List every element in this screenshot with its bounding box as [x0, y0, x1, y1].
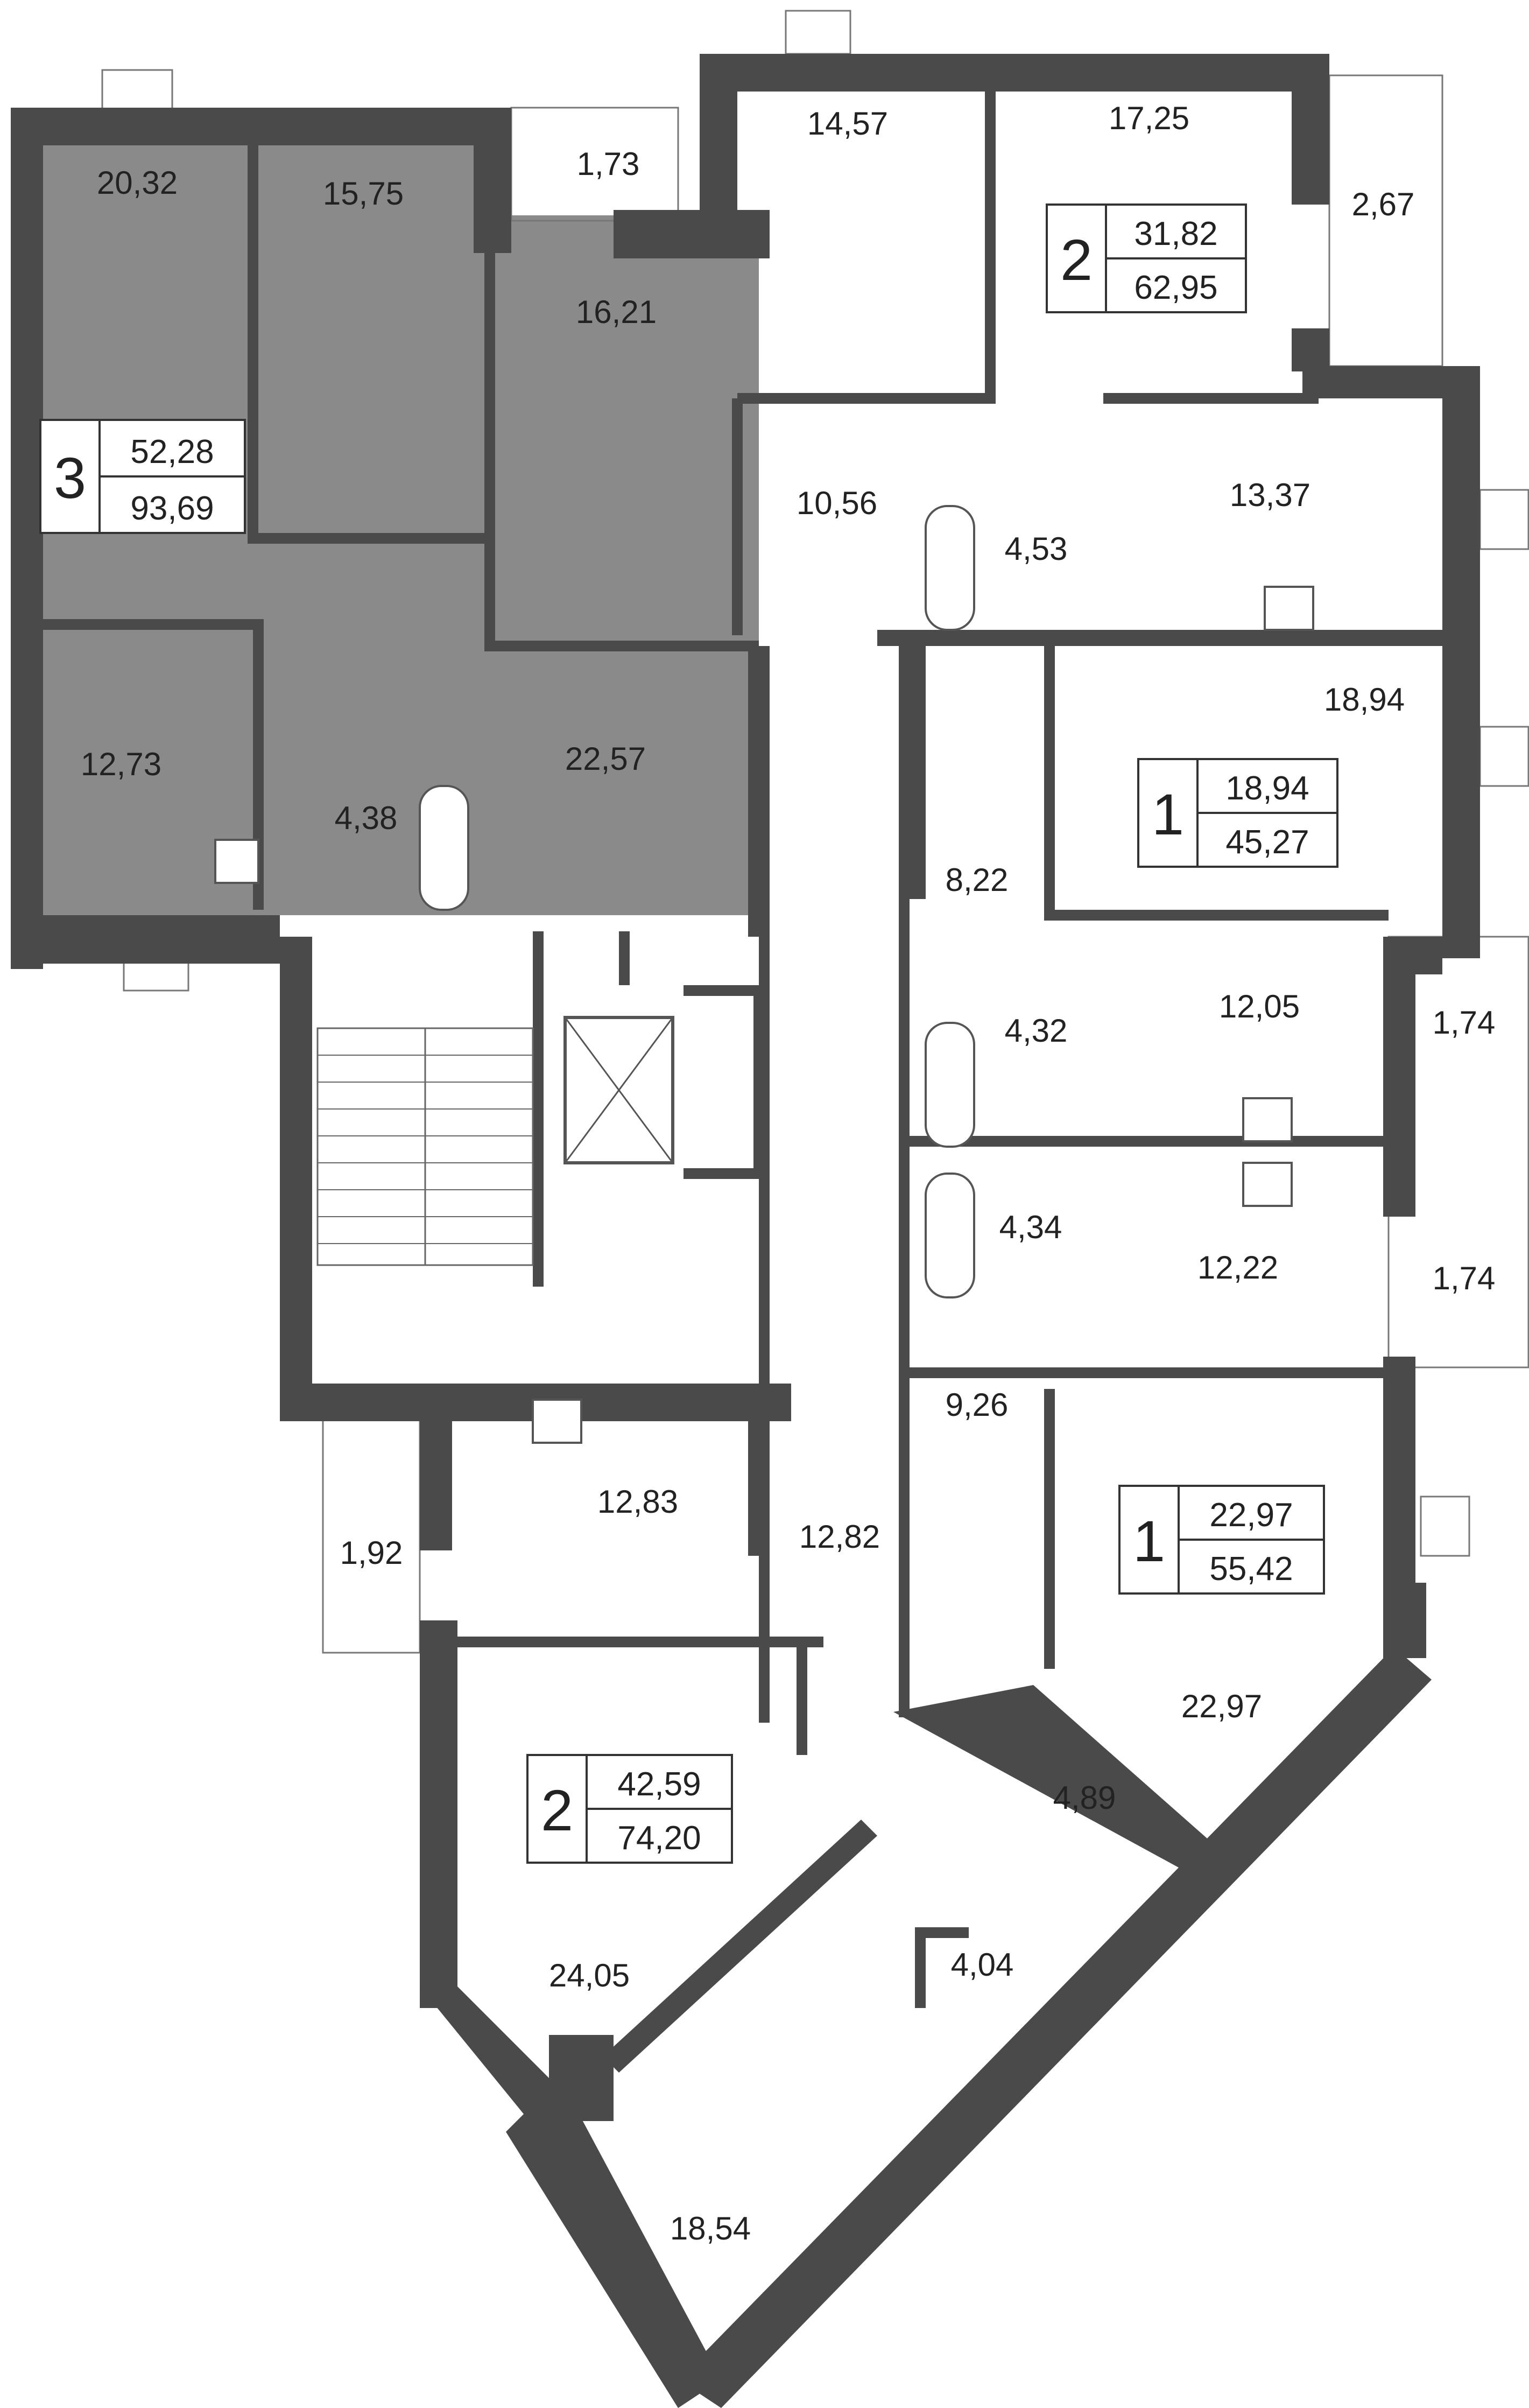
- room-labels: 20,32 15,75 1,73 16,21 12,73 4,38 22,57 …: [81, 100, 1495, 2246]
- room-area-label: 13,37: [1230, 477, 1310, 513]
- room-area-label: 4,32: [1005, 1013, 1068, 1049]
- room-area-label: 12,83: [597, 1484, 678, 1520]
- fixtures: [214, 505, 1314, 1444]
- living-area: 42,59: [617, 1766, 701, 1803]
- room-area-label: 1,73: [577, 146, 640, 182]
- apartment-info-1-room-top[interactable]: 1 18,94 45,27: [1137, 758, 1338, 868]
- interior-walls: [16, 86, 1475, 2073]
- room-area-label: 24,05: [549, 1957, 630, 1993]
- room-area-label: 4,34: [999, 1209, 1062, 1245]
- room-area-label: 20,32: [97, 165, 178, 201]
- room-area-label: 10,56: [797, 485, 877, 521]
- room-area-label: 4,38: [335, 800, 398, 836]
- total-area: 74,20: [617, 1820, 701, 1857]
- living-area: 18,94: [1225, 770, 1309, 807]
- elevator-shaft: [563, 1016, 674, 1164]
- exterior-walls: [11, 54, 1480, 2408]
- room-area-label: 12,82: [799, 1519, 880, 1555]
- room-count: 1: [1152, 782, 1184, 847]
- room-area-label: 18,94: [1324, 682, 1405, 718]
- room-count: 1: [1133, 1508, 1165, 1574]
- total-area: 45,27: [1225, 824, 1309, 861]
- room-area-label: 12,22: [1197, 1249, 1278, 1286]
- room-area-label: 9,26: [946, 1387, 1009, 1423]
- room-area-label: 22,57: [565, 741, 646, 777]
- total-area: 62,95: [1134, 269, 1217, 306]
- room-area-label: 17,25: [1109, 100, 1189, 136]
- living-area: 52,28: [130, 433, 214, 471]
- apartment-3-room-area[interactable]: [16, 108, 759, 915]
- apartment-info-2-room-top[interactable]: 2 31,82 62,95: [1046, 203, 1247, 313]
- room-area-label: 14,57: [807, 106, 888, 142]
- total-area: 55,42: [1209, 1550, 1293, 1588]
- room-count: 2: [541, 1778, 573, 1843]
- room-count: 2: [1060, 227, 1093, 292]
- apartment-info-2-room-bottom[interactable]: 2 42,59 74,20: [526, 1754, 733, 1864]
- room-area-label: 8,22: [946, 862, 1009, 898]
- living-area: 31,82: [1134, 215, 1217, 252]
- room-area-label: 15,75: [323, 175, 404, 212]
- room-area-label: 12,73: [81, 746, 161, 782]
- room-area-label: 1,74: [1433, 1260, 1496, 1296]
- room-area-label: 1,92: [340, 1535, 403, 1571]
- room-count: 3: [54, 445, 86, 510]
- room-area-label: 4,89: [1053, 1780, 1116, 1816]
- room-area-label: 18,54: [670, 2210, 751, 2246]
- room-area-label: 12,05: [1219, 988, 1300, 1024]
- room-area-label: 1,74: [1433, 1005, 1496, 1041]
- staircase: [316, 1027, 534, 1266]
- room-area-label: 2,67: [1352, 186, 1415, 222]
- total-area: 93,69: [130, 490, 214, 527]
- room-area-label: 22,97: [1181, 1688, 1262, 1724]
- room-area-label: 16,21: [576, 294, 657, 330]
- living-area: 22,97: [1209, 1497, 1293, 1534]
- apartment-info-3-room[interactable]: 3 52,28 93,69: [39, 419, 246, 534]
- room-area-label: 4,04: [951, 1947, 1014, 1983]
- room-area-label: 4,53: [1005, 531, 1068, 567]
- apartment-info-1-room-bottom[interactable]: 1 22,97 55,42: [1118, 1485, 1325, 1595]
